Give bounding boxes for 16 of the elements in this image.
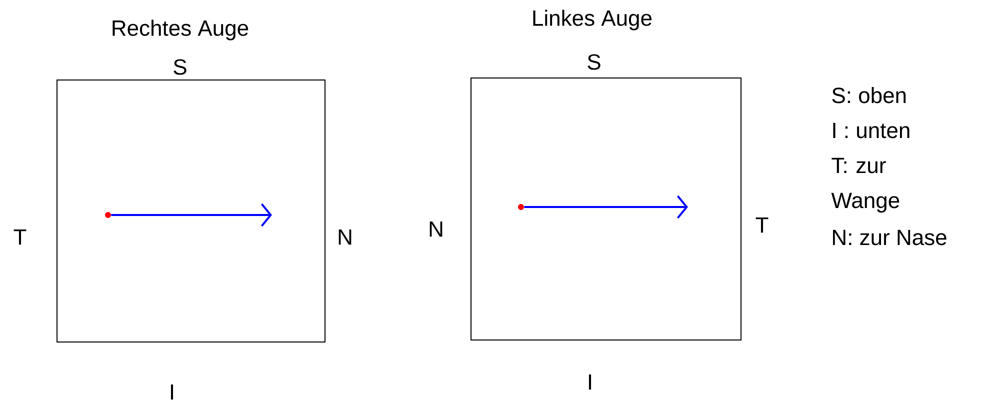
side-letter: T (14, 229, 26, 245)
side-letter: N (338, 229, 352, 245)
heading: Linkes Auge (533, 10, 652, 30)
side-letter: T (756, 217, 768, 233)
arrow (111, 203, 272, 227)
arrow (524, 195, 688, 219)
key-text: N: zur Nase (833, 230, 946, 246)
side-letter: N (430, 221, 442, 237)
key-text: T: zur Wange (831, 158, 900, 213)
side-letter: S (588, 54, 600, 70)
side-letter: S (174, 59, 186, 75)
heading: Rechtes Auge (112, 20, 248, 40)
key-text: S: oben (832, 87, 906, 104)
side-letter: I (170, 384, 174, 400)
key-text: I : unten (833, 122, 910, 138)
side-letter: I (588, 374, 592, 390)
